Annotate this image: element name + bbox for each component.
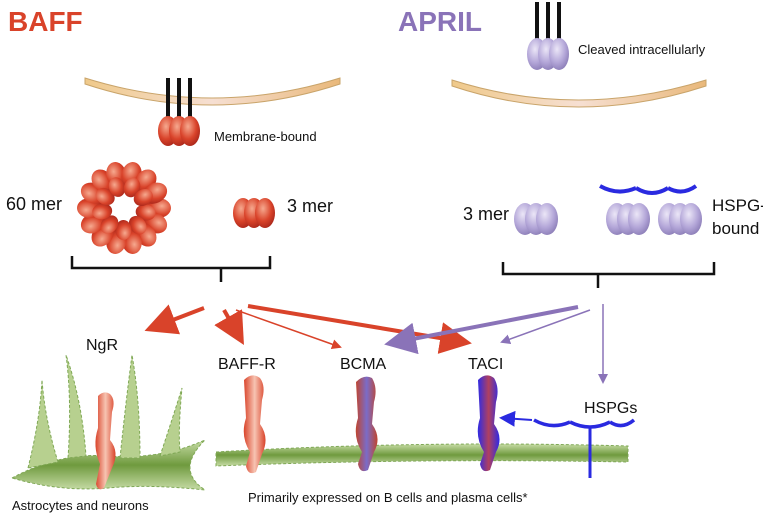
hspg-bound-april-icon: [599, 184, 702, 235]
baff-membrane-icon: [84, 77, 341, 106]
b-cells-caption: Primarily expressed on B cells and plasm…: [248, 490, 528, 505]
april-title: APRIL: [398, 6, 482, 37]
b-cell-membrane-icon: [215, 443, 629, 467]
hspgs-label: HSPGs: [584, 400, 638, 417]
ring-center: [115, 199, 133, 217]
bcma-receptor-icon: [355, 376, 378, 472]
baff-subunit: [108, 177, 126, 197]
baff-60mer-label: 60 mer: [6, 194, 63, 214]
baff-60mer-icon: [77, 162, 171, 254]
baffr-receptor-icon: [243, 375, 266, 474]
april-to-taci-arrow: [500, 309, 591, 344]
taci-label: TACI: [468, 356, 504, 373]
baff-subunit: [115, 220, 132, 240]
cleaved-april-trimer-icon: [527, 2, 569, 70]
hspg-bound-label-line1: HSPG-: [712, 196, 763, 215]
astrocytes-neurons-caption: Astrocytes and neurons: [12, 498, 149, 513]
april-arrows: [384, 304, 608, 384]
baff-3mer-label: 3 mer: [287, 196, 334, 216]
cleaved-intracellularly-label: Cleaved intracellularly: [578, 42, 706, 57]
baff-title: BAFF: [8, 6, 83, 37]
ngr-receptor-icon: [95, 392, 116, 490]
baff-arrows: [144, 304, 472, 354]
april-3mer-label: 3 mer: [463, 204, 510, 224]
baffr-label: BAFF-R: [218, 356, 276, 373]
ngr-label: NgR: [86, 337, 119, 354]
baff-subunit: [95, 187, 115, 206]
baff-subunit: [128, 215, 147, 235]
baff-subunit: [133, 189, 153, 206]
april-bracket-icon: [501, 262, 716, 288]
baff-to-bcma-arrow: [235, 309, 342, 350]
april-membrane-icon: [451, 79, 707, 108]
taci-receptor-icon: [477, 375, 500, 472]
baff-subunit: [123, 177, 141, 198]
membrane-bound-baff-trimer-icon: [158, 78, 200, 146]
baff-subunit: [92, 203, 113, 220]
baff-subunit: [135, 204, 156, 221]
baff-subunit: [100, 215, 119, 234]
april-to-bcma-arrow: [384, 305, 579, 355]
baff-bracket-icon: [70, 256, 272, 282]
bcma-label: BCMA: [340, 356, 387, 373]
baff-to-baffr-arrow: [214, 309, 244, 345]
baff-to-ngr-arrow: [144, 304, 205, 335]
hspgs-to-taci-arrow: [499, 410, 533, 427]
membrane-bound-label: Membrane-bound: [214, 129, 317, 144]
hspgs-icon: [499, 410, 636, 478]
baff-3mer-icon: [233, 198, 275, 228]
april-3mer-icon: [514, 203, 558, 235]
hspg-bound-label-line2: bound: [712, 219, 760, 238]
